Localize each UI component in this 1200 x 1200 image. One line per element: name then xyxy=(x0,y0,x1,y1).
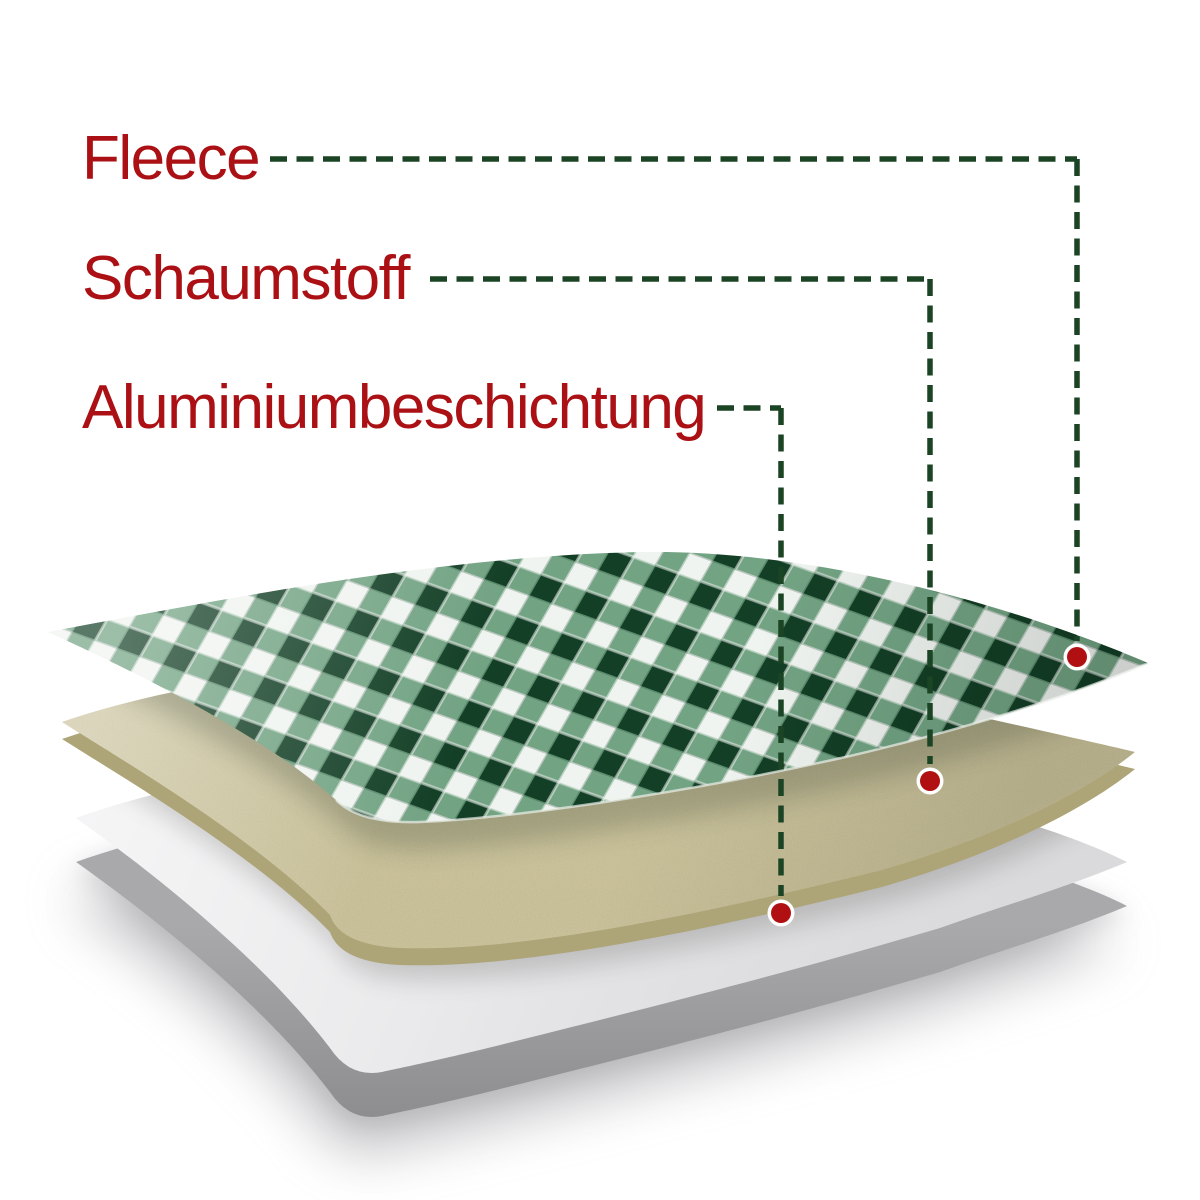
schaumstoff-leader-line xyxy=(430,276,933,764)
fleece-marker-dot xyxy=(1063,643,1091,671)
label-aluminiumbeschichtung: Aluminiumbeschichtung xyxy=(82,373,707,442)
label-fleece: Fleece xyxy=(82,124,261,193)
fleece-fabric-edge xyxy=(335,661,1149,824)
fleece-leader-line xyxy=(270,156,1080,641)
label-schaumstoff: Schaumstoff xyxy=(82,244,410,313)
aluminium-leader-line xyxy=(717,405,784,896)
schaumstoff-marker-dot xyxy=(916,767,944,795)
layer-fleece xyxy=(48,551,1149,824)
aluminium-marker-dot xyxy=(767,899,795,927)
